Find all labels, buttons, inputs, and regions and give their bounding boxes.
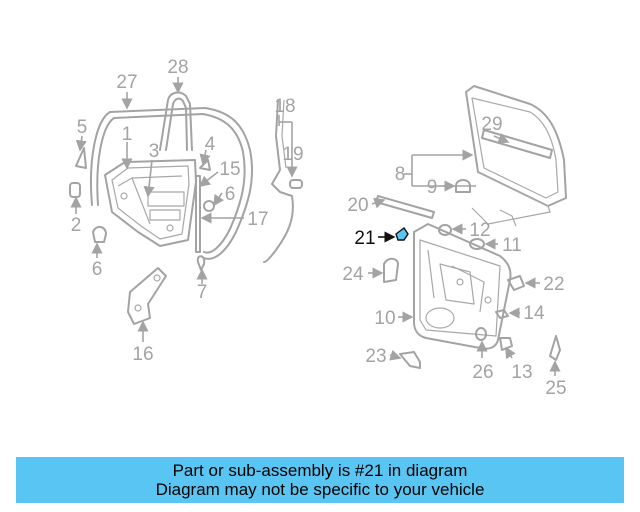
part-18-cable (263, 99, 294, 263)
callout-12: 12 (469, 220, 490, 241)
part-10-door-panel (413, 223, 512, 350)
callout-18: 18 (274, 96, 295, 117)
part-25-trim (549, 335, 561, 361)
part-26-grommet (475, 327, 487, 341)
callout-20: 20 (347, 195, 368, 216)
callout-22: 22 (543, 274, 564, 295)
part-7-clip (196, 255, 206, 271)
part-22-plug (507, 275, 525, 291)
banner-line-1: Part or sub-assembly is #21 in diagram (172, 461, 468, 480)
banner-line-2: Diagram may not be specific to your vehi… (155, 480, 485, 499)
callout-5: 5 (77, 117, 88, 138)
part-24-panel (383, 257, 399, 283)
callout-17: 17 (247, 209, 268, 230)
callout-26: 26 (472, 362, 493, 383)
callout-9: 9 (427, 177, 438, 198)
callout-29: 29 (481, 114, 502, 135)
callout-4: 4 (205, 134, 216, 155)
info-banner: Part or sub-assembly is #21 in diagram D… (16, 457, 624, 503)
part-19-clip (289, 179, 303, 189)
part-5-trim (75, 147, 87, 169)
callout-8: 8 (395, 164, 406, 185)
callout-7: 7 (197, 282, 208, 303)
part-29-window-glass (465, 85, 567, 227)
part-9-fastener (455, 179, 471, 193)
part-1-door-frame (104, 159, 197, 247)
callout-23: 23 (365, 346, 386, 367)
callout-2: 2 (71, 215, 82, 236)
callout-21: 21 (354, 228, 375, 249)
callout-28: 28 (167, 57, 188, 78)
part-21-highlighted (395, 226, 409, 241)
callout-14: 14 (523, 303, 545, 324)
leader-lines-left (70, 77, 244, 342)
callout-27: 27 (116, 72, 137, 93)
callout-10: 10 (374, 308, 395, 329)
callout-16: 16 (132, 344, 153, 365)
callout-24: 24 (342, 264, 364, 285)
part-16-bracket (127, 267, 167, 325)
parts-diagram: 27 28 1 3 5 2 6 4 15 6 17 7 16 18 19 (69, 57, 567, 399)
part-2-clip (69, 182, 81, 198)
part-13-screw (499, 337, 513, 351)
part-11-grommet (469, 238, 485, 250)
part-27-door-seal (89, 107, 253, 260)
callout-19: 19 (282, 144, 303, 165)
part-12-grommet (438, 224, 452, 236)
callout-11: 11 (502, 235, 522, 256)
callout-1: 1 (122, 124, 133, 145)
callout-15: 15 (219, 159, 240, 180)
callout-6-right: 6 (225, 184, 236, 205)
part-6-plug-right (203, 200, 215, 212)
part-6-plug-left (92, 226, 107, 243)
callout-6-left: 6 (92, 259, 103, 280)
part-20-strip (375, 195, 435, 219)
callout-3: 3 (149, 141, 160, 162)
leader-lines-right (368, 133, 561, 376)
part-4-bracket (199, 159, 211, 171)
part-15-17-strip (195, 175, 201, 253)
callout-25: 25 (545, 378, 566, 399)
callout-13: 13 (511, 362, 532, 383)
part-14-clip (495, 309, 509, 319)
part-23-bracket (399, 351, 421, 369)
part-28-window-channel (159, 91, 193, 151)
